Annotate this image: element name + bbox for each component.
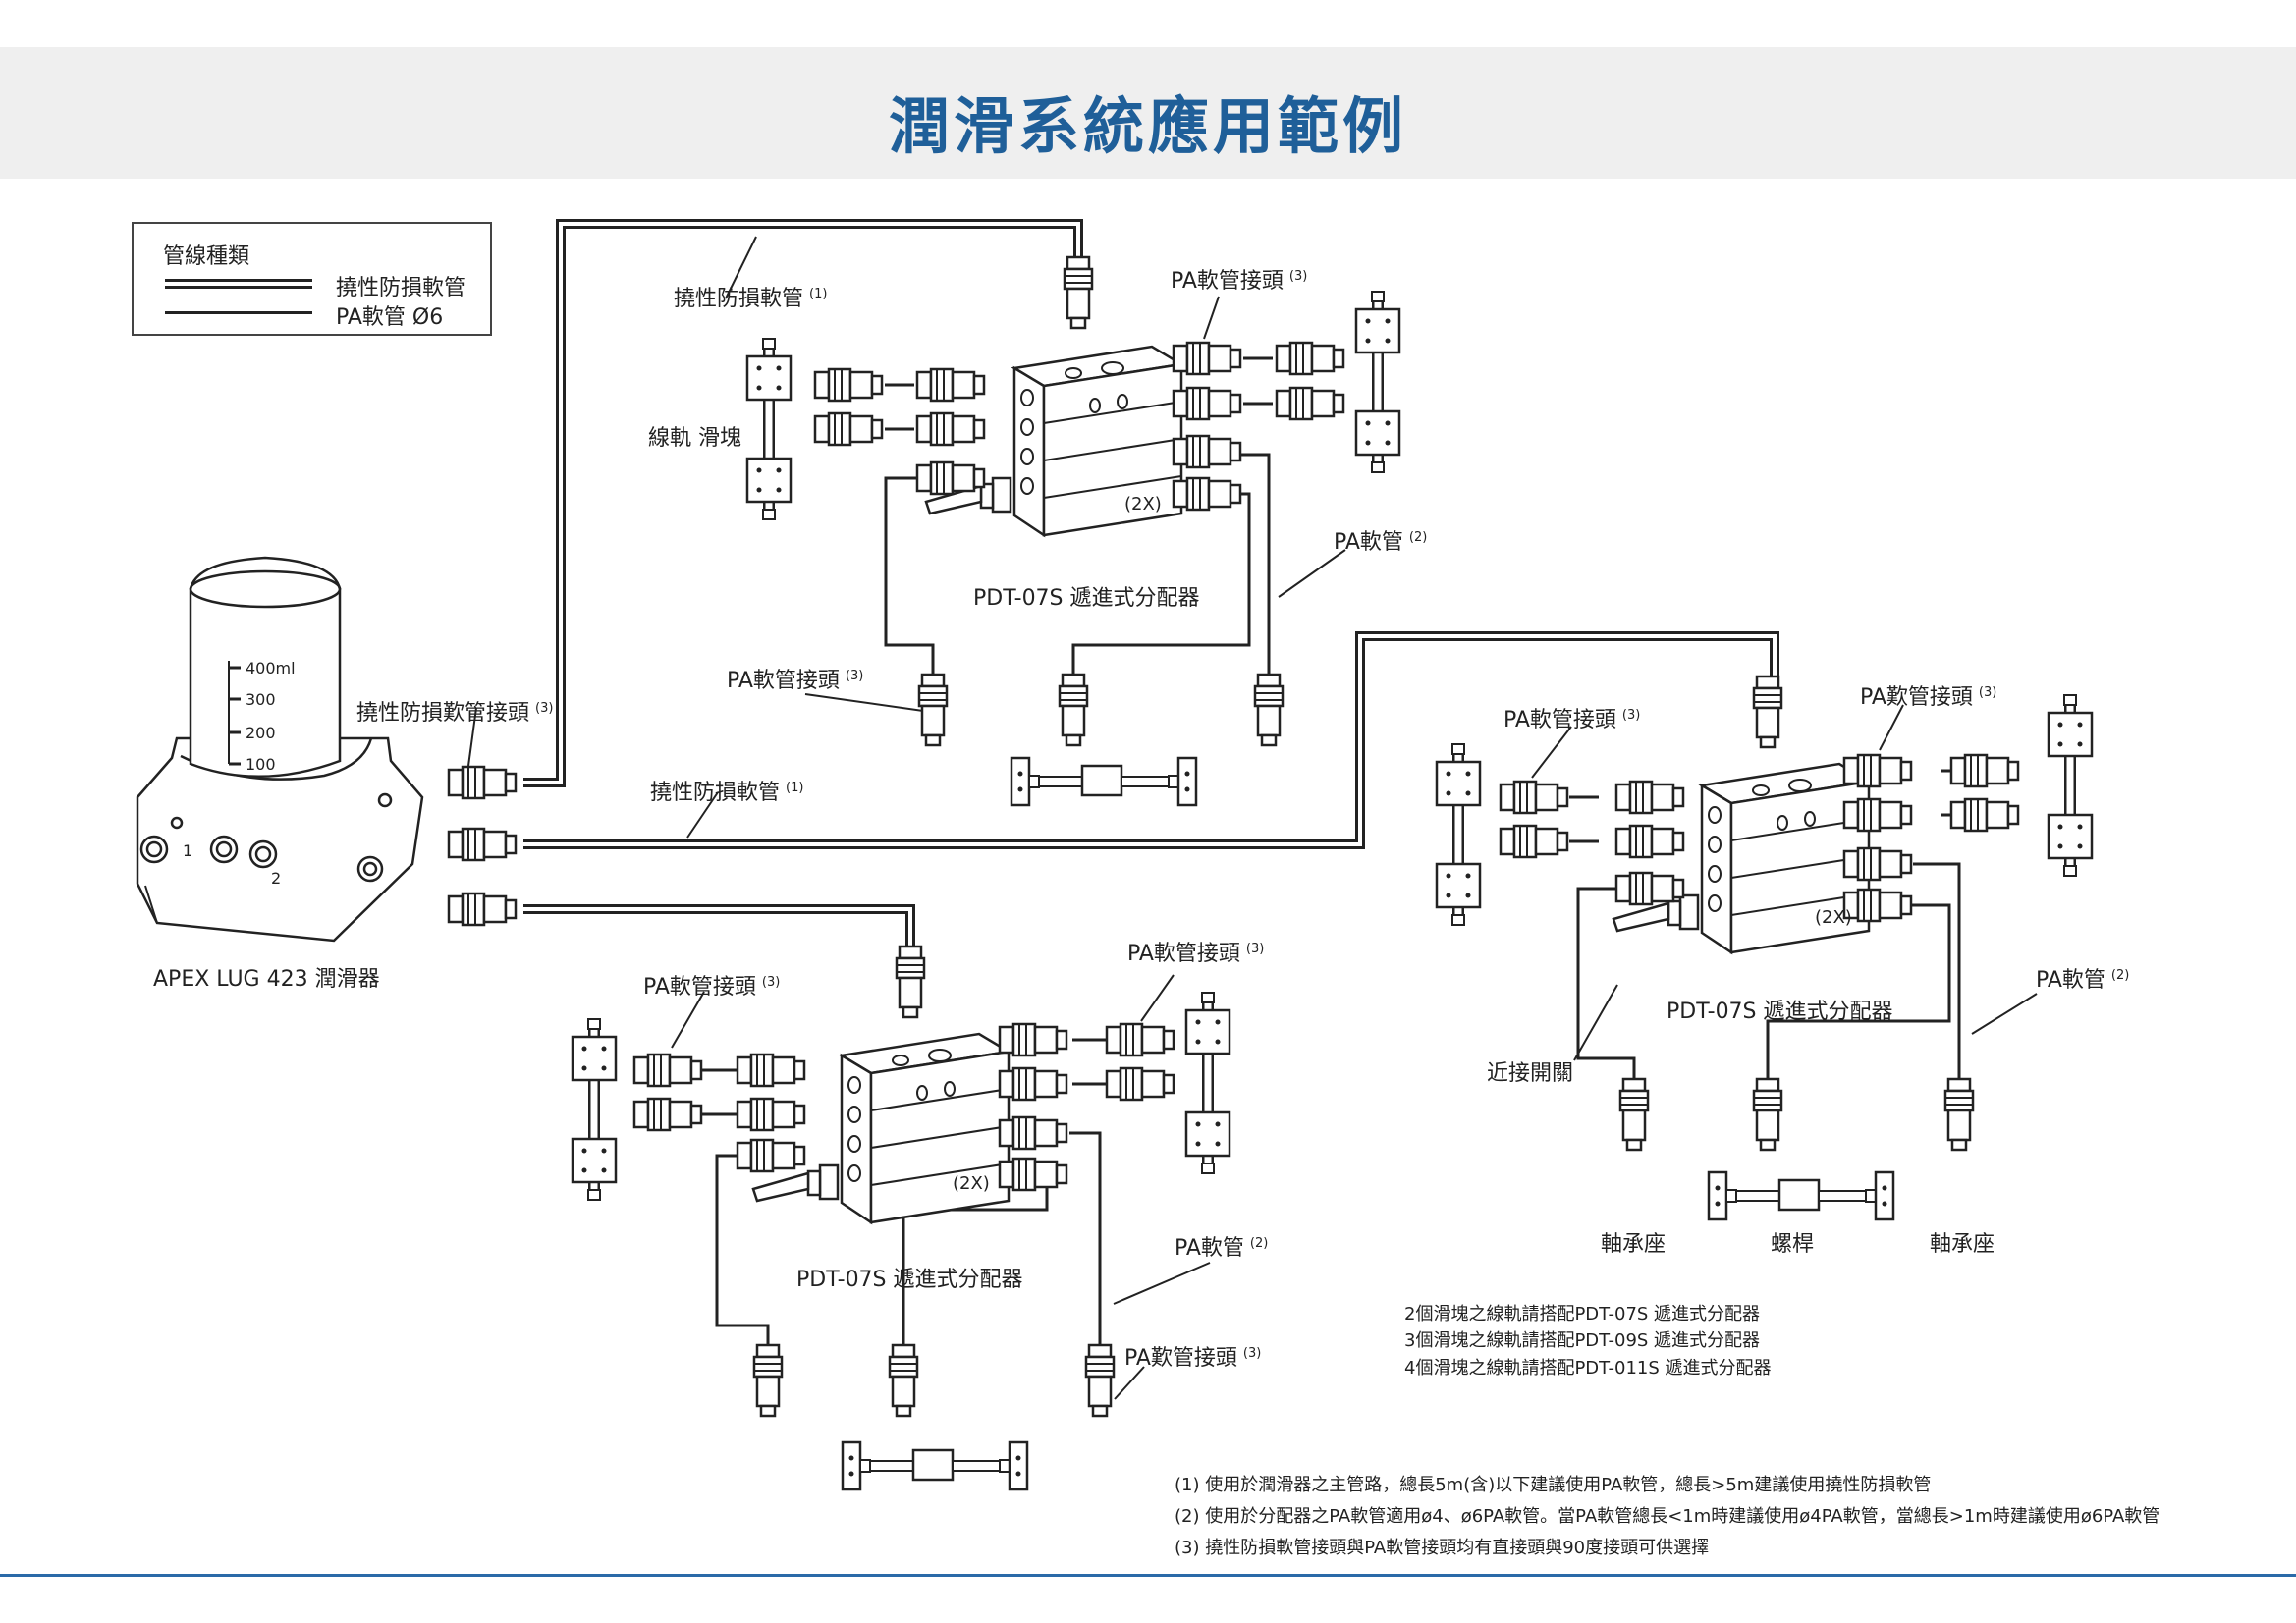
distributor-rule: 4個滑塊之線軌請搭配PDT-011S 遞進式分配器	[1404, 1358, 1772, 1379]
distributor-rule: 2個滑塊之線軌請搭配PDT-07S 遞進式分配器	[1404, 1304, 1761, 1325]
label-pa-joint-bl-bottom: PA歎管接頭(3)	[1124, 1345, 1262, 1371]
label-pa-joint-r-right: PA歎管接頭(3)	[1860, 684, 1997, 710]
legend-single-line	[165, 311, 312, 314]
gauge-mark: 400ml	[246, 659, 296, 677]
diagram-marks: 400ml 300 200 100 1 2	[183, 659, 296, 888]
label-bearing-right: 軸承座	[1930, 1232, 1995, 1257]
label-pa-hose-bl: PA軟管(2)	[1175, 1235, 1269, 1261]
distributor-bottom	[573, 945, 1230, 1491]
label-screw: 螺桿	[1771, 1232, 1815, 1257]
legend-item-flex-hose: 撓性防損軟管	[336, 276, 466, 300]
label-flex-hose-mid: 撓性防損軟管(1)	[650, 780, 804, 805]
label-pa-hose-top: PA軟管(2)	[1334, 529, 1428, 555]
footnote: (3) 撓性防損軟管接頭與PA軟管接頭均有直接頭與90度接頭可供選擇	[1175, 1538, 1710, 1558]
label-flex-hose-top: 撓性防損軟管(1)	[674, 286, 828, 311]
label-2x-bottom: (2X)	[953, 1173, 990, 1194]
label-2x-top: (2X)	[1124, 494, 1162, 514]
bottom-rule	[0, 1574, 2296, 1577]
lubricator-outlet-fittings	[447, 765, 518, 927]
label-flex-joint: 撓性防損歎管接頭(3)	[356, 700, 554, 726]
pipe-legend: 管線種類 撓性防損軟管 PA軟管 Ø6	[132, 222, 492, 336]
legend-double-line	[165, 279, 312, 289]
gauge-mark: 100	[246, 755, 276, 774]
page-title: 潤滑系統應用範例	[888, 90, 1407, 162]
label-bearing-left: 軸承座	[1601, 1232, 1667, 1257]
label-pa-joint-top-left: PA軟管接頭(3)	[727, 668, 864, 693]
label-distributor-bottom: PDT-07S 遞進式分配器	[796, 1268, 1023, 1292]
footnote: (2) 使用於分配器之PA軟管適用ø4、ø6PA軟管。當PA軟管總長<1m時建議…	[1175, 1506, 2160, 1527]
label-distributor-right: PDT-07S 遞進式分配器	[1667, 1000, 1893, 1024]
lubricator	[136, 556, 424, 943]
port-mark: 2	[271, 869, 281, 888]
label-pa-joint-bl-right: PA軟管接頭(3)	[1127, 941, 1265, 966]
footnote: (1) 使用於潤滑器之主管路，總長5m(含)以下建議使用PA軟管，總長>5m建議…	[1175, 1475, 1932, 1495]
port-mark: 1	[183, 841, 192, 860]
label-proximity-switch: 近接開關	[1487, 1061, 1574, 1086]
label-2x-right: (2X)	[1815, 907, 1852, 928]
label-pa-hose-r: PA軟管(2)	[2036, 967, 2130, 993]
label-distributor-top: PDT-07S 遞進式分配器	[973, 586, 1200, 611]
distributor-rule: 3個滑塊之線軌請搭配PDT-09S 遞進式分配器	[1404, 1330, 1761, 1351]
legend-title: 管線種類	[163, 244, 250, 269]
label-pa-joint-r-left: PA軟管接頭(3)	[1503, 707, 1641, 732]
distributor-top	[747, 255, 1399, 807]
label-lubricator: APEX LUG 423 潤滑器	[153, 967, 380, 992]
callout-lines	[467, 236, 2038, 1400]
label-pa-joint-top: PA軟管接頭(3)	[1171, 268, 1308, 294]
label-pa-joint-bl-left: PA軟管接頭(3)	[643, 974, 781, 1000]
label-rail-block: 線軌 滑塊	[648, 426, 741, 451]
title-bar	[0, 47, 2296, 179]
gauge-mark: 300	[246, 690, 276, 709]
legend-item-pa-hose: PA軟管 Ø6	[336, 305, 444, 330]
pa-hoses	[702, 356, 1971, 1347]
gauge-mark: 200	[246, 724, 276, 742]
distributor-right	[1437, 675, 2092, 1221]
